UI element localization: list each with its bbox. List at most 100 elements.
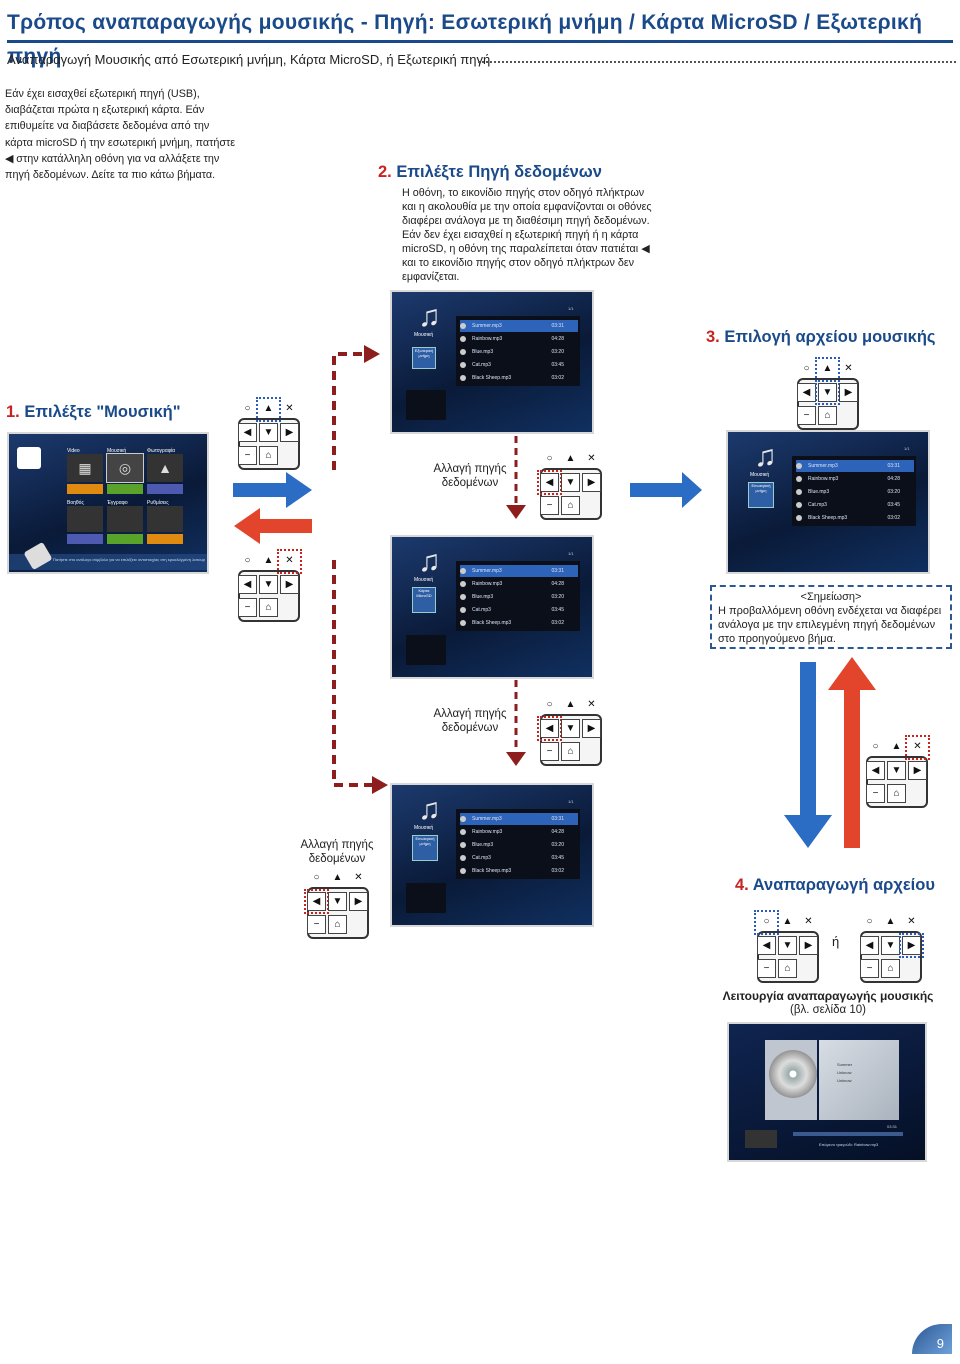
right-key[interactable]: ▶ bbox=[908, 761, 927, 780]
close-key[interactable]: ✕ bbox=[905, 735, 930, 760]
playback-controls[interactable] bbox=[745, 1130, 777, 1148]
minus-key[interactable]: − bbox=[238, 446, 257, 465]
up-key[interactable]: ▲ bbox=[332, 872, 343, 883]
video-tile[interactable]: ▦ bbox=[67, 454, 103, 482]
close-key[interactable]: ✕ bbox=[907, 916, 916, 927]
down-key[interactable]: ▼ bbox=[881, 936, 900, 955]
home-key[interactable]: ⌂ bbox=[561, 496, 580, 515]
minus-key[interactable]: − bbox=[540, 496, 559, 515]
circle-key[interactable]: ○ bbox=[244, 403, 251, 414]
down-key[interactable]: ▼ bbox=[259, 575, 278, 594]
settings-tile[interactable] bbox=[147, 506, 183, 532]
close-key[interactable]: ✕ bbox=[804, 916, 813, 927]
home-key[interactable]: ⌂ bbox=[881, 959, 900, 978]
home-key[interactable]: ⌂ bbox=[259, 598, 278, 617]
up-key[interactable]: ▲ bbox=[256, 397, 281, 422]
home-key[interactable]: ⌂ bbox=[259, 446, 278, 465]
music-tile[interactable]: ◎ bbox=[106, 453, 144, 483]
minus-key[interactable]: − bbox=[860, 959, 879, 978]
left-key[interactable]: ◀ bbox=[537, 470, 562, 495]
down-key[interactable]: ▼ bbox=[259, 423, 278, 442]
left-key[interactable]: ◀ bbox=[238, 575, 257, 594]
down-key[interactable]: ▼ bbox=[328, 892, 347, 911]
right-key[interactable]: ▶ bbox=[799, 936, 818, 955]
circle-key[interactable]: ○ bbox=[866, 916, 873, 927]
home-key[interactable]: ⌂ bbox=[561, 742, 580, 761]
close-key[interactable]: ✕ bbox=[587, 453, 596, 464]
minus-key[interactable]: − bbox=[757, 959, 776, 978]
document-tile[interactable] bbox=[107, 506, 143, 532]
close-key[interactable]: ✕ bbox=[285, 403, 294, 414]
down-key[interactable]: ▼ bbox=[561, 473, 580, 492]
up-key[interactable]: ▲ bbox=[815, 357, 840, 382]
left-key[interactable]: ◀ bbox=[757, 936, 776, 955]
progress-bar[interactable] bbox=[793, 1132, 903, 1136]
left-key[interactable]: ◀ bbox=[797, 383, 816, 402]
circle-key[interactable]: ○ bbox=[754, 910, 779, 935]
helper-tile[interactable] bbox=[67, 506, 103, 532]
close-key[interactable]: ✕ bbox=[844, 363, 853, 374]
circle-key[interactable]: ○ bbox=[313, 872, 320, 883]
right-key[interactable]: ▶ bbox=[899, 933, 924, 958]
left-key[interactable]: ◀ bbox=[537, 716, 562, 741]
close-key[interactable]: ✕ bbox=[587, 699, 596, 710]
left-key[interactable]: ◀ bbox=[866, 761, 885, 780]
circle-key[interactable]: ○ bbox=[803, 363, 810, 374]
right-key[interactable]: ▶ bbox=[839, 383, 858, 402]
down-key[interactable]: ▼ bbox=[887, 761, 906, 780]
up-key[interactable]: ▲ bbox=[565, 453, 576, 464]
up-key[interactable]: ▲ bbox=[782, 916, 793, 927]
right-key[interactable]: ▶ bbox=[280, 423, 299, 442]
circle-key[interactable]: ○ bbox=[546, 699, 553, 710]
up-key[interactable]: ▲ bbox=[263, 555, 274, 566]
right-key[interactable]: ▶ bbox=[349, 892, 368, 911]
left-key[interactable]: ◀ bbox=[238, 423, 257, 442]
minus-key[interactable]: − bbox=[797, 406, 816, 425]
home-key[interactable]: ⌂ bbox=[778, 959, 797, 978]
right-key[interactable]: ▶ bbox=[582, 719, 601, 738]
minus-key[interactable]: − bbox=[540, 742, 559, 761]
minus-key[interactable]: − bbox=[238, 598, 257, 617]
home-key[interactable]: ⌂ bbox=[328, 915, 347, 934]
minus-key[interactable]: − bbox=[307, 915, 326, 934]
right-key[interactable]: ▶ bbox=[280, 575, 299, 594]
down-key[interactable]: ▼ bbox=[778, 936, 797, 955]
down-key[interactable]: ▼ bbox=[561, 719, 580, 738]
up-key[interactable]: ▲ bbox=[891, 741, 902, 752]
up-key[interactable]: ▲ bbox=[885, 916, 896, 927]
up-key[interactable]: ▲ bbox=[565, 699, 576, 710]
photo-tile[interactable]: ▲ bbox=[147, 454, 183, 482]
right-key[interactable]: ▶ bbox=[582, 473, 601, 492]
home-key[interactable]: ⌂ bbox=[887, 784, 906, 803]
home-key[interactable]: ⌂ bbox=[818, 406, 837, 425]
close-key[interactable]: ✕ bbox=[354, 872, 363, 883]
left-key[interactable]: ◀ bbox=[304, 889, 329, 914]
minus-key[interactable]: − bbox=[866, 784, 885, 803]
circle-key[interactable]: ○ bbox=[546, 453, 553, 464]
left-key[interactable]: ◀ bbox=[860, 936, 879, 955]
circle-key[interactable]: ○ bbox=[872, 741, 879, 752]
down-key[interactable]: ▼ bbox=[815, 380, 840, 405]
circle-key[interactable]: ○ bbox=[244, 555, 251, 566]
close-key[interactable]: ✕ bbox=[277, 549, 302, 574]
